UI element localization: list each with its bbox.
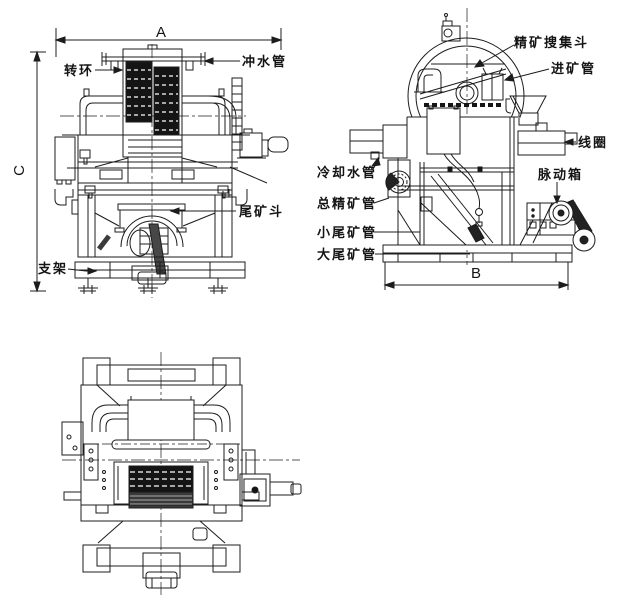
legs — [78, 278, 228, 294]
front-leaders — [67, 57, 240, 275]
side-leaders — [373, 44, 576, 255]
dimension-a-label: A — [156, 24, 167, 41]
label-tailings-hopper: 尾矿斗 — [239, 204, 285, 219]
dimension-b-linework — [383, 262, 570, 290]
label-coil: 线圈 — [578, 135, 609, 150]
label-main-concentrate-pipe: 总精矿管 — [317, 196, 378, 211]
label-cooling-water-pipe: 冷却水管 — [317, 165, 378, 180]
label-concentrate-collect-hopper: 精矿搜集斗 — [514, 35, 590, 50]
dimension-b-label: B — [471, 265, 482, 282]
side-elevation-view — [349, 8, 596, 290]
front-elevation-view — [30, 28, 289, 298]
label-flush-water-pipe: 冲水管 — [242, 54, 288, 69]
label-large-tailings-pipe: 大尾矿管 — [317, 247, 378, 262]
dimension-c-linework — [30, 50, 46, 293]
label-rotating-ring: 转环 — [64, 63, 95, 78]
dimension-c-label: C — [10, 165, 28, 176]
plan-view — [61, 352, 302, 595]
label-pulsation-box: 脉动箱 — [538, 167, 584, 182]
dimension-a-linework — [54, 28, 283, 57]
label-feed-pipe: 进矿管 — [551, 61, 597, 76]
label-support-frame: 支架 — [38, 261, 69, 276]
label-small-tailings-pipe: 小尾矿管 — [317, 225, 378, 240]
